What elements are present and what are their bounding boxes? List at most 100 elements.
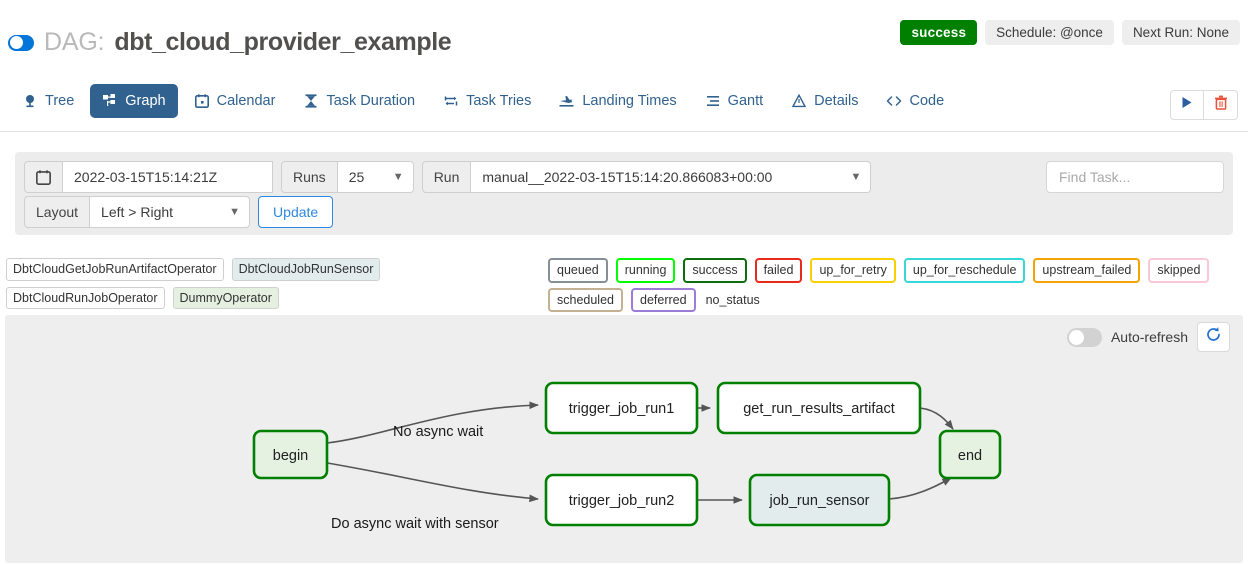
tab-label: Details <box>814 93 859 109</box>
runs-select-value: 25 <box>348 169 365 185</box>
node-label: begin <box>273 448 308 464</box>
tab-label: Code <box>909 93 945 109</box>
edge-label-do-async-wait: Do async wait with sensor <box>331 516 499 532</box>
page-title: dbt_cloud_provider_example <box>114 28 452 56</box>
calendar-icon[interactable] <box>24 161 63 193</box>
runs-group[interactable]: Runs 25 ▼ <box>281 161 414 193</box>
gantt-icon <box>705 93 721 109</box>
node-label: end <box>958 448 982 464</box>
trigger-dag-button[interactable] <box>1170 90 1204 120</box>
dag-graph[interactable]: begin trigger_job_run1 get_run_results_a… <box>5 315 1243 563</box>
delete-dag-button[interactable] <box>1204 90 1238 120</box>
filter-panel: 2022-03-15T15:14:21Z Runs 25 ▼ Run manua… <box>15 152 1233 235</box>
play-icon <box>1181 96 1193 114</box>
state-chip-running[interactable]: running <box>615 258 676 283</box>
graph-node-job-run-sensor[interactable]: job_run_sensor <box>748 473 891 527</box>
state-chip-success[interactable]: success <box>683 258 747 283</box>
dag-label: DAG: <box>44 28 105 56</box>
tab-label: Tree <box>45 93 75 109</box>
state-chip-upstream-failed[interactable]: upstream_failed <box>1033 258 1141 283</box>
triangle-alert-icon <box>791 93 807 109</box>
node-label: get_run_results_artifact <box>743 401 895 417</box>
run-label: Run <box>421 161 472 193</box>
calendar-icon <box>194 93 210 109</box>
update-button[interactable]: Update <box>258 196 334 228</box>
graph-edges <box>326 401 954 504</box>
landing-icon <box>559 93 575 109</box>
operator-chip[interactable]: DummyOperator <box>172 286 279 309</box>
tree-icon <box>22 93 38 109</box>
state-chip-skipped[interactable]: skipped <box>1148 258 1210 283</box>
tab-label: Graph <box>125 93 166 109</box>
operator-chip[interactable]: DbtCloudRunJobOperator <box>6 286 165 309</box>
layout-group[interactable]: Layout Left > Right ▼ <box>24 196 251 228</box>
chevron-down-icon: ▼ <box>850 170 862 183</box>
status-badge: success <box>900 20 978 45</box>
tab-calendar[interactable]: Calendar <box>182 84 288 118</box>
execution-date-group[interactable]: 2022-03-15T15:14:21Z <box>24 161 273 193</box>
tab-list: Tree Graph Calendar Task Duration Task T <box>10 84 956 118</box>
state-label-no-status: no_status <box>705 292 760 307</box>
tab-graph[interactable]: Graph <box>90 84 178 118</box>
refresh-button[interactable] <box>1197 322 1230 352</box>
node-label: trigger_job_run1 <box>569 401 675 417</box>
code-icon <box>886 93 902 109</box>
state-chip-failed[interactable]: failed <box>754 258 803 283</box>
graph-node-trigger-job-run2[interactable]: trigger_job_run2 <box>544 473 699 527</box>
header-badges: success Schedule: @once Next Run: None <box>900 20 1240 45</box>
operator-chip[interactable]: DbtCloudJobRunSensor <box>231 258 381 281</box>
operator-chip[interactable]: DbtCloudGetJobRunArtifactOperator <box>6 258 224 281</box>
retry-icon <box>443 93 459 109</box>
schedule-badge[interactable]: Schedule: @once <box>985 20 1114 45</box>
tab-task-duration[interactable]: Task Duration <box>291 84 427 118</box>
layout-select-value: Left > Right <box>101 204 174 220</box>
tab-label: Calendar <box>216 93 276 109</box>
run-select[interactable]: manual__2022-03-15T15:14:20.866083+00:00… <box>471 161 872 193</box>
tab-tree[interactable]: Tree <box>10 84 86 118</box>
toggle-on-icon[interactable] <box>8 34 34 51</box>
hourglass-icon <box>303 93 319 109</box>
state-chip-up-for-reschedule[interactable]: up_for_reschedule <box>903 258 1026 283</box>
tab-landing-times[interactable]: Landing Times <box>547 84 688 118</box>
graph-node-get-run-results-artifact[interactable]: get_run_results_artifact <box>716 381 922 435</box>
chevron-down-icon: ▼ <box>229 205 241 218</box>
auto-refresh-control: Auto-refresh <box>1066 322 1230 352</box>
tab-label: Landing Times <box>582 93 677 109</box>
filter-row-layout: Layout Left > Right ▼ Update <box>24 196 334 228</box>
chevron-down-icon: ▼ <box>392 170 404 183</box>
graph-panel: Auto-refresh begin <box>5 315 1243 563</box>
state-chip-queued[interactable]: queued <box>548 258 608 283</box>
state-chip-deferred[interactable]: deferred <box>631 287 696 312</box>
tab-action-buttons <box>1170 90 1238 120</box>
runs-select[interactable]: 25 ▼ <box>337 161 414 193</box>
next-run-badge: Next Run: None <box>1121 20 1240 45</box>
layout-label: Layout <box>24 196 91 228</box>
tab-code[interactable]: Code <box>874 84 956 118</box>
auto-refresh-label: Auto-refresh <box>1110 329 1188 345</box>
trash-icon <box>1214 95 1228 115</box>
graph-icon <box>102 93 118 109</box>
graph-node-end[interactable]: end <box>938 429 1002 480</box>
run-select-value: manual__2022-03-15T15:14:20.866083+00:00 <box>482 169 773 185</box>
legend-area: DbtCloudGetJobRunArtifactOperator DbtClo… <box>0 258 1248 312</box>
edge-label-no-async-wait: No async wait <box>393 424 483 440</box>
run-group[interactable]: Run manual__2022-03-15T15:14:20.866083+0… <box>421 161 872 193</box>
state-legend: queued running success failed up_for_ret… <box>548 258 1244 312</box>
graph-node-trigger-job-run1[interactable]: trigger_job_run1 <box>544 381 699 435</box>
state-chip-scheduled[interactable]: scheduled <box>548 287 623 312</box>
tab-gantt[interactable]: Gantt <box>693 84 775 118</box>
state-chip-up-for-retry[interactable]: up_for_retry <box>810 258 896 283</box>
execution-date-input[interactable]: 2022-03-15T15:14:21Z <box>63 161 273 193</box>
layout-select[interactable]: Left > Right ▼ <box>90 196 251 228</box>
refresh-icon <box>1205 326 1222 348</box>
tab-task-tries[interactable]: Task Tries <box>431 84 543 118</box>
auto-refresh-toggle[interactable] <box>1066 327 1102 347</box>
graph-node-begin[interactable]: begin <box>252 429 329 480</box>
dag-title: DAG: dbt_cloud_provider_example <box>8 28 452 57</box>
find-task-input[interactable]: Find Task... <box>1046 161 1224 193</box>
tab-bar: Tree Graph Calendar Task Duration Task T <box>0 80 1248 132</box>
tab-label: Task Duration <box>326 93 416 109</box>
operator-legend: DbtCloudGetJobRunArtifactOperator DbtClo… <box>6 258 536 309</box>
tab-details[interactable]: Details <box>779 84 870 118</box>
filter-row-primary: 2022-03-15T15:14:21Z Runs 25 ▼ Run manua… <box>24 161 872 193</box>
